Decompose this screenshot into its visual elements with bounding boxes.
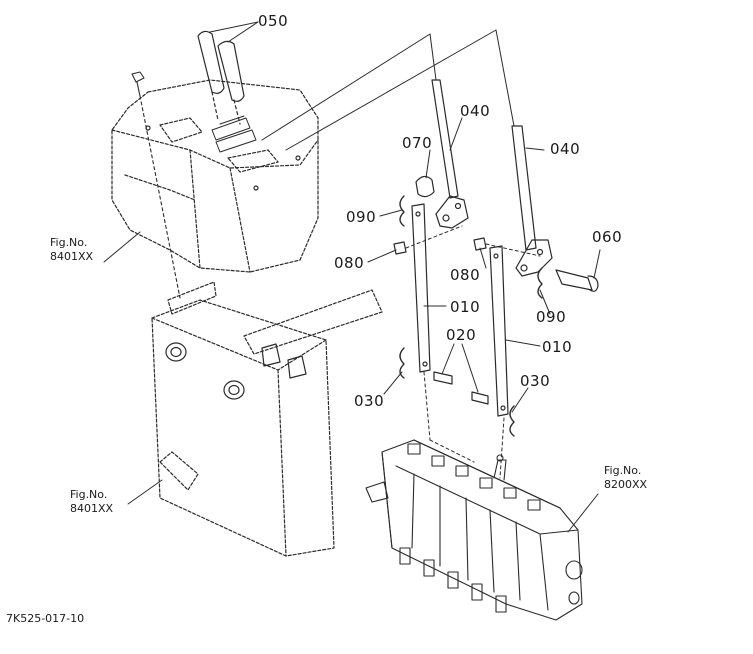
cover-bolt: [131, 71, 181, 299]
label-leaders: [103, 117, 601, 533]
collar-070: [415, 175, 435, 198]
pin-080-left: [393, 241, 407, 255]
part-label-010-b: 010: [542, 338, 573, 356]
fig-ref-cover: Fig.No. 8401XX: [50, 236, 94, 263]
cover-slot: [211, 115, 257, 153]
lower-frame: [151, 281, 383, 557]
part-label-060: 060: [592, 228, 623, 246]
part-label-090-a: 090: [346, 208, 377, 226]
pin-020-right: [471, 391, 489, 405]
lever-rod-right: [511, 125, 553, 277]
fig-ref-frame: Fig.No. 8401XX: [70, 488, 114, 515]
clip-090-right: [537, 267, 543, 299]
link-right: [489, 245, 509, 417]
part-label-050: 050: [258, 12, 289, 30]
upper-cover: [111, 79, 319, 273]
part-label-040-a: 040: [460, 102, 491, 120]
clip-030-right: [509, 405, 515, 437]
fig-ref-valve: Fig.No. 8200XX: [604, 464, 648, 491]
frame-bosses: [165, 342, 307, 400]
part-label-040-b: 040: [550, 140, 581, 158]
cover-hole: [295, 155, 301, 161]
clip-030-left: [399, 347, 405, 379]
alignment-lines: [405, 225, 541, 479]
part-label-010-a: 010: [450, 298, 481, 316]
pin-080-right: [473, 237, 487, 251]
clip-090-left: [399, 195, 405, 227]
part-label-080-a: 080: [334, 254, 365, 272]
pin-020-left: [433, 371, 453, 385]
link-left: [411, 203, 431, 373]
lever-rod-left: [431, 79, 469, 229]
bolt-060: [555, 269, 599, 292]
part-label-090-b: 090: [536, 308, 567, 326]
grip-left: [197, 30, 225, 121]
cover-hole: [253, 185, 259, 191]
part-label-030-b: 030: [520, 372, 551, 390]
part-label-080-b: 080: [450, 266, 481, 284]
leader-guides: [261, 29, 515, 151]
control-valve: [365, 439, 583, 621]
part-label-070: 070: [402, 134, 433, 152]
part-label-030-a: 030: [354, 392, 385, 410]
part-label-020: 020: [446, 326, 477, 344]
grip-right: [217, 40, 245, 125]
drawing-code: 7K525-017-10: [6, 612, 85, 625]
